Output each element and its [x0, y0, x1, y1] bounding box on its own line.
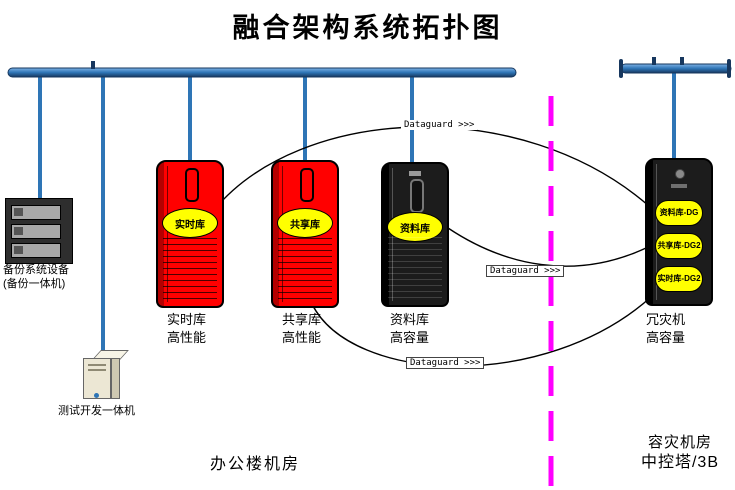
backup-bay-cell [14, 208, 23, 216]
drive-slot [410, 179, 424, 213]
vendor-bar [671, 184, 687, 188]
dataguard-label-bottom: Dataguard >>> [406, 357, 485, 369]
bus-tick [652, 57, 656, 65]
backup-bay [11, 205, 61, 220]
backbone-bus-right [620, 63, 732, 74]
dataguard-curve-bottom [311, 296, 652, 367]
server-data-db: 资料库 [381, 162, 449, 307]
dr-badge: 资料库-DG [655, 200, 703, 226]
backup-bay-cell [14, 227, 23, 235]
backbone-bus-left [7, 67, 517, 78]
bus-endcap-left [619, 59, 623, 78]
vent-stripes [163, 238, 217, 300]
dr-badge: 实时库-DG2 [655, 266, 703, 292]
vendor-logo [409, 171, 421, 176]
server-dr: 资料库-DG 共享库-DG2 实时库-DG2 [645, 158, 713, 306]
backup-bay [11, 224, 61, 239]
vent-stripes [278, 238, 332, 300]
server-badge: 共享库 [277, 208, 333, 238]
backup-device-label: 备份系统设备 (备份一体机) [3, 264, 69, 291]
server-realtime-label: 实时库 高性能 [167, 312, 207, 345]
bus-tick [680, 57, 684, 65]
server-dr-label: 冗灾机 高容量 [646, 312, 686, 345]
handle-icon [675, 169, 685, 179]
server-badge: 资料库 [387, 212, 443, 242]
backup-bay-cell [14, 246, 23, 254]
drive-slot [300, 168, 314, 202]
server-data-label: 资料库 高容量 [390, 312, 430, 345]
dr-badge: 共享库-DG2 [655, 233, 703, 259]
server-shared-label: 共享库 高性能 [282, 312, 322, 345]
backup-bay [11, 243, 61, 258]
dataguard-label-top: Dataguard >>> [401, 120, 478, 130]
backup-appliance-icon [5, 198, 73, 264]
room-label-dr: 容灾机房 中控塔/3B [640, 434, 720, 471]
server-shared-db: 共享库 [271, 160, 339, 308]
power-dot [94, 393, 99, 398]
server-realtime-db: 实时库 [156, 160, 224, 308]
drive-slot [185, 168, 199, 202]
dataguard-curve-middle [447, 227, 647, 267]
room-label-office: 办公楼机房 [210, 456, 301, 473]
test-dev-pc-icon [83, 350, 129, 400]
bus-tick [91, 61, 95, 69]
page-title: 融合架构系统拓扑图 [232, 13, 503, 43]
vent-stripes [388, 237, 442, 299]
server-badge: 实时库 [162, 208, 218, 238]
test-device-label: 测试开发一体机 [58, 405, 135, 417]
bus-endcap-right [727, 59, 731, 78]
dataguard-label-middle: Dataguard >>> [486, 265, 565, 277]
